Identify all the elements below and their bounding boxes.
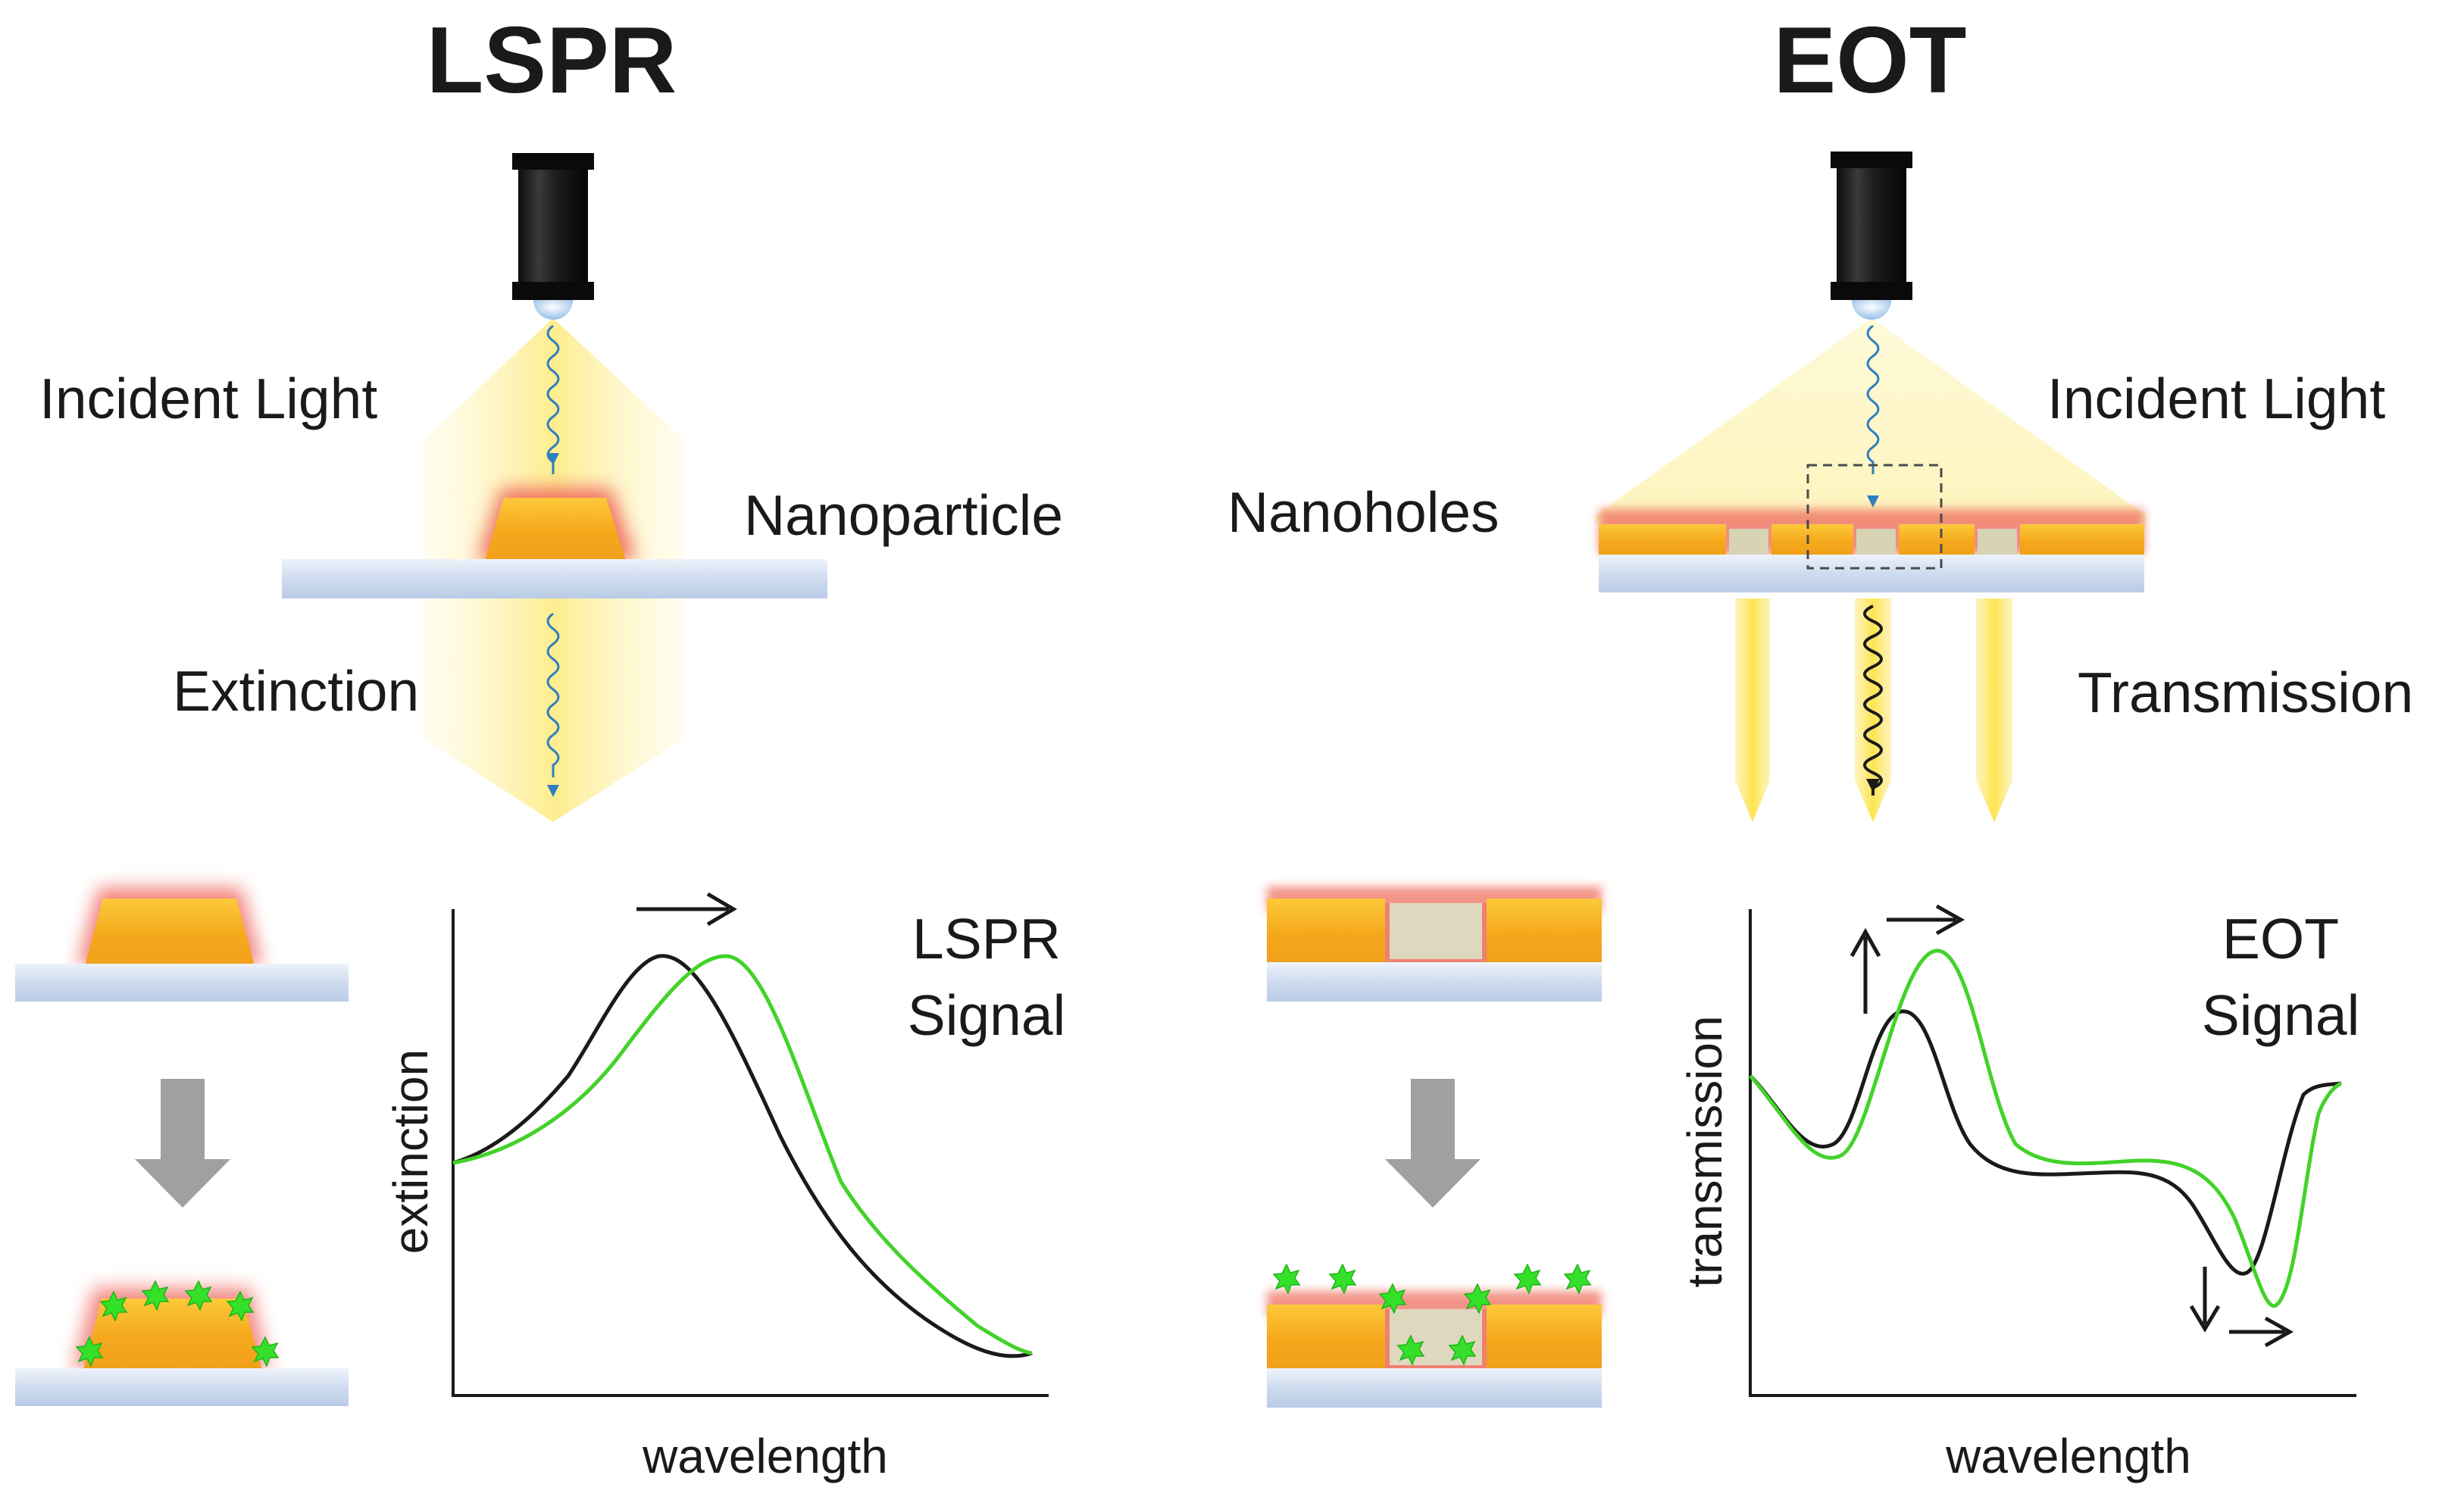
eot-shifted-curve	[1749, 949, 2343, 1308]
eot-down-shift-arrow-icon	[2189, 1267, 2221, 1333]
eot-chart: EOT Signal transmission wavelength	[1678, 904, 2359, 1483]
lspr-ylabel: extinction	[383, 1049, 438, 1254]
eot-bare-hole	[1267, 886, 1602, 1002]
lspr-chart: LSPR Signal extinction wavelength	[383, 892, 1065, 1483]
lspr-camera-icon	[512, 153, 594, 320]
lspr-signal-label-2: Signal	[908, 983, 1065, 1047]
nanoparticle-label: Nanoparticle	[744, 483, 1063, 547]
eot-light-beam	[1596, 318, 2146, 523]
lspr-incident-wave-icon	[546, 324, 560, 474]
lspr-reference-curve	[452, 954, 1033, 1358]
lspr-down-arrow-icon	[135, 1079, 230, 1208]
eot-zoom-box	[1806, 464, 1943, 570]
extinction-label: Extinction	[173, 659, 419, 723]
eot-xlabel: wavelength	[1945, 1429, 2191, 1483]
eot-down-arrow-icon	[1385, 1079, 1481, 1208]
eot-incident-wave-icon	[1866, 324, 1880, 508]
lspr-shifted-curve	[452, 954, 1033, 1355]
eot-signal-label-2: Signal	[2202, 983, 2359, 1047]
eot-transmitted-wave-icon	[1863, 605, 1883, 795]
eot-up-arrow-icon	[1850, 927, 1881, 1014]
eot-ylabel: transmission	[1678, 1015, 1732, 1287]
lspr-substrate	[282, 559, 827, 599]
eot-reference-curve	[1749, 1009, 2342, 1276]
nanoholes-label: Nanoholes	[1227, 480, 1499, 544]
lspr-incident-light-label: Incident Light	[39, 367, 377, 430]
eot-camera-icon	[1831, 152, 1912, 320]
lspr-title: LSPR	[427, 8, 677, 113]
lspr-chart-axes	[452, 909, 1049, 1397]
lspr-coated-particle	[15, 1280, 349, 1406]
eot-right-arrow-bottom-icon	[2229, 1316, 2294, 1348]
lspr-signal-label-1: LSPR	[912, 907, 1061, 970]
lspr-nanoparticle	[477, 489, 636, 561]
lspr-bare-particle	[15, 888, 349, 1002]
eot-incident-light-label: Incident Light	[2047, 367, 2385, 430]
eot-coated-hole	[1267, 1264, 1602, 1408]
eot-signal-label-1: EOT	[2222, 907, 2339, 970]
eot-right-arrow-top-icon	[1887, 904, 1965, 936]
eot-nanohole-film	[1599, 509, 2144, 592]
lspr-extinction-wave-icon	[546, 612, 560, 797]
eot-chart-axes	[1749, 909, 2356, 1397]
lspr-shift-arrow-icon	[636, 892, 737, 927]
lspr-xlabel: wavelength	[642, 1429, 888, 1483]
eot-title: EOT	[1774, 8, 1967, 113]
transmission-label: Transmission	[2078, 661, 2413, 724]
